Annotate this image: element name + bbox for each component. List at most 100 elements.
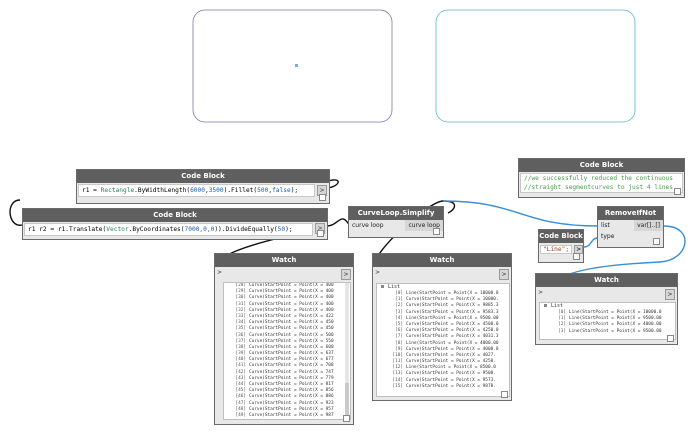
list-item: [4]Line(StartPoint = Point(X = 9500.00: [381, 316, 509, 322]
input-port[interactable]: >: [217, 269, 223, 276]
list-item: [31]Curve(StartPoint = Point(X = 400: [224, 302, 350, 308]
node-title: Code Block: [77, 170, 329, 183]
list-value: Curve(StartPoint = Point(X = 400: [249, 301, 334, 307]
list-value: Curve(StartPoint = Point(X = 886: [249, 394, 334, 400]
code-block-line-string[interactable]: Code Block "Line"; >: [538, 229, 584, 263]
list-item: [35]Curve(StartPoint = Point(X = 450: [224, 326, 350, 332]
list-item: [5]Curve(StartPoint = Point(X = 4500.0: [381, 322, 509, 328]
preview-toggle[interactable]: [317, 230, 324, 237]
code-editor[interactable]: r1 r2 = r1.Translate(Vector.ByCoordinate…: [24, 223, 313, 236]
list-item: [47]Curve(StartPoint = Point(X = 923: [224, 401, 350, 407]
preview-toggle[interactable]: [501, 391, 508, 398]
list-item: [36]Curve(StartPoint = Point(X = 500: [224, 333, 350, 339]
list-value: Curve(StartPoint = Point(X = 9500.: [406, 371, 496, 377]
preview-toggle[interactable]: [667, 335, 674, 342]
output-port-var[interactable]: var[]..[]: [634, 220, 663, 231]
collapse-icon[interactable]: [544, 304, 547, 307]
list-index: [4]: [395, 315, 403, 321]
list-item: [33]Curve(StartPoint = Point(X = 422: [224, 314, 350, 320]
list-item: [12]Line(StartPoint = Point(X = 8500.0: [381, 365, 509, 371]
node-title: CurveLoop.Simplify: [349, 207, 443, 220]
list-index: [40]: [235, 357, 246, 363]
preview-toggle[interactable]: [573, 253, 580, 260]
output-port[interactable]: >: [341, 269, 351, 280]
list-value: Curve(StartPoint = Point(X = 400: [249, 295, 334, 301]
list-value: Line(StartPoint = Point(X = 10000.0: [569, 310, 662, 315]
list-value: Curve(StartPoint = Point(X = 9885.3: [406, 303, 499, 309]
list-item: [29]Curve(StartPoint = Point(X = 400: [224, 289, 350, 295]
input-port-list[interactable]: list: [601, 222, 610, 229]
list-index: [42]: [235, 369, 246, 375]
list-value: Line(StartPoint = Point(X = 10000.0: [406, 291, 499, 296]
watch-output-list[interactable]: List [0]Line(StartPoint = Point(X = 1000…: [539, 302, 676, 340]
code-editor[interactable]: r1 = Rectangle.ByWidthLength(6000,3500).…: [78, 184, 315, 197]
list-item: [28]Curve(StartPoint = Point(X = 400: [224, 283, 350, 289]
list-index: [48]: [235, 406, 246, 412]
list-item: [49]Curve(StartPoint = Point(X = 987: [224, 413, 350, 419]
curveloop-simplify-node[interactable]: CurveLoop.Simplify curve loop curve loop: [348, 206, 444, 238]
code-block-comment[interactable]: Code Block //we successfully reduced the…: [518, 158, 685, 198]
list-value: Curve(StartPoint = Point(X = 4500.0: [406, 321, 499, 327]
output-port-curve-loop[interactable]: curve loop: [405, 220, 443, 231]
preview-origin-point: [295, 64, 298, 67]
node-title: Watch: [373, 254, 511, 267]
watch-output-list[interactable]: List [0]Line(StartPoint = Point(X = 1000…: [376, 283, 510, 397]
list-item: [37]Curve(StartPoint = Point(X = 550: [224, 339, 350, 345]
collapse-icon[interactable]: [381, 285, 384, 288]
list-index: [34]: [235, 320, 246, 326]
wire-cb1-to-cb2: [9, 199, 23, 226]
preview-toggle[interactable]: [319, 194, 326, 201]
code-editor[interactable]: //we successfully reduced the continuous…: [520, 173, 683, 193]
list-item: [9]Curve(StartPoint = Point(X = 4000.0: [381, 347, 509, 353]
comment-line-1: //we successfully reduced the continuous: [524, 175, 674, 182]
preview-toggle[interactable]: [674, 188, 681, 195]
list-value: Curve(StartPoint = Point(X = 923: [249, 400, 334, 406]
scrollbar-track[interactable]: [345, 283, 349, 419]
list-item: [3]Line(StartPoint = Point(X = 9500.00: [544, 329, 675, 335]
list-item: [1]Line(StartPoint = Point(X = 9500.00: [544, 316, 675, 322]
input-port[interactable]: >: [538, 289, 544, 296]
preview-toggle[interactable]: [343, 415, 350, 422]
list-index: [28]: [235, 283, 246, 288]
list-index: [0]: [558, 310, 566, 315]
input-port-type[interactable]: type: [601, 233, 615, 240]
list-item: [10]Curve(StartPoint = Point(X = 4027.: [381, 353, 509, 359]
watch-node-simplified-curves[interactable]: Watch > > List [0]Line(StartPoint = Poin…: [372, 253, 512, 401]
input-port[interactable]: >: [375, 269, 381, 276]
watch-node-lines-only[interactable]: Watch > > List [0]Line(StartPoint = Poin…: [535, 273, 678, 345]
wire-simplify-loop: [442, 200, 456, 214]
list-value: Curve(StartPoint = Point(X = 957: [249, 406, 334, 412]
list-index: [46]: [235, 394, 246, 400]
list-index: [11]: [392, 359, 403, 365]
list-item: [8]Line(StartPoint = Point(X = 4000.00: [381, 341, 509, 347]
list-item: [44]Curve(StartPoint = Point(X = 817: [224, 382, 350, 388]
scrollbar-thumb[interactable]: [345, 383, 349, 417]
list-value: Curve(StartPoint = Point(X = 600: [249, 344, 334, 350]
code-block-translate[interactable]: Code Block r1 r2 = r1.Translate(Vector.B…: [22, 208, 328, 240]
input-port-curve-loop[interactable]: curve loop: [352, 222, 384, 229]
list-index: [35]: [235, 326, 246, 332]
list-value: Curve(StartPoint = Point(X = 677: [249, 357, 334, 363]
list-index: [30]: [235, 295, 246, 301]
remove-if-not-node[interactable]: RemoveIfNot list type var[]..[]: [597, 206, 664, 248]
output-port[interactable]: >: [665, 289, 675, 300]
list-index: [8]: [395, 340, 403, 346]
watch-output-list[interactable]: [28]Curve(StartPoint = Point(X = 400[29]…: [223, 282, 351, 420]
list-item: [7]Curve(StartPoint = Point(X = 4031.3: [381, 334, 509, 340]
list-value: Curve(StartPoint = Point(X = 400: [249, 283, 334, 288]
watch-node-divided-curves[interactable]: Watch > > [28]Curve(StartPoint = Point(X…: [214, 253, 354, 425]
list-value: Curve(StartPoint = Point(X = 4000.0: [406, 346, 499, 352]
list-value: Curve(StartPoint = Point(X = 9878.: [406, 383, 496, 389]
list-index: [49]: [235, 412, 246, 418]
list-index: [39]: [235, 351, 246, 357]
preview-toggle[interactable]: [653, 238, 660, 245]
list-index: [13]: [392, 371, 403, 377]
node-title: Watch: [536, 274, 677, 287]
code-editor[interactable]: "Line";: [540, 244, 573, 254]
list-value: Curve(StartPoint = Point(X = 4250.0: [406, 328, 499, 334]
output-port[interactable]: >: [499, 269, 509, 280]
code-block-rectangle[interactable]: Code Block r1 = Rectangle.ByWidthLength(…: [76, 169, 330, 204]
preview-toggle[interactable]: [433, 228, 440, 235]
node-title: RemoveIfNot: [598, 207, 663, 220]
